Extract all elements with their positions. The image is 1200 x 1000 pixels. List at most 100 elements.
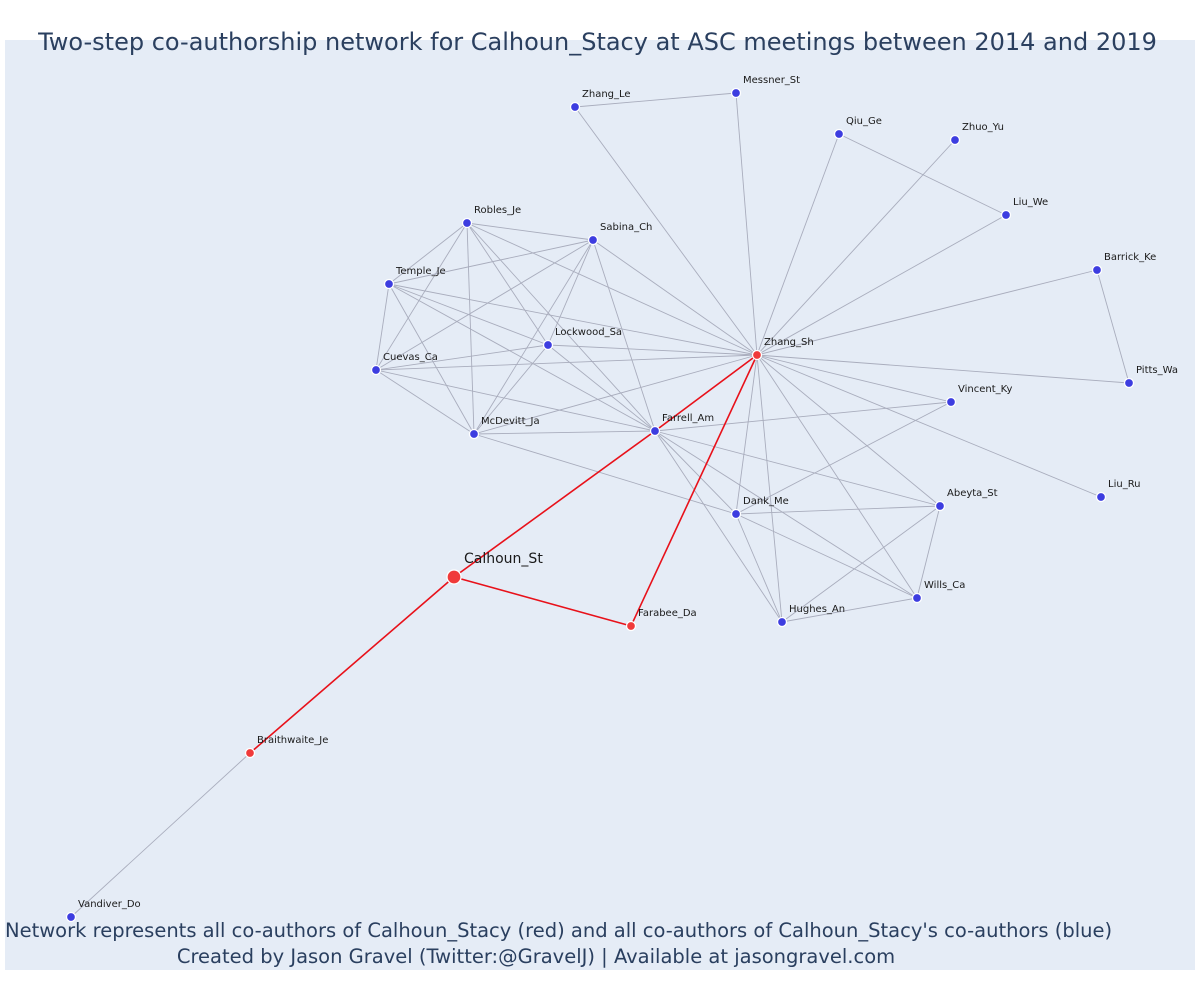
- node-Zhuo_Yu[interactable]: [949, 134, 961, 146]
- edge-Temple_Je-Zhang_Sh: [388, 283, 758, 356]
- node-Liu_Ru[interactable]: [1095, 491, 1107, 503]
- edge-Braithwaite_Je-Vandiver_Do: [70, 752, 251, 918]
- chart-title: Two-step co-authorship network for Calho…: [38, 28, 1157, 56]
- edge-Lockwood_Sa-Farrell_Am: [547, 344, 656, 432]
- node-label-Robles_Je: Robles_Je: [474, 205, 521, 216]
- node-label-Pitts_Wa: Pitts_Wa: [1136, 365, 1178, 376]
- node-label-Temple_Je: Temple_Je: [395, 266, 446, 277]
- edge-Lockwood_Sa-Cuevas_Ca: [375, 344, 549, 371]
- edge-Sabina_Ch-Lockwood_Sa: [547, 239, 594, 346]
- edge-McDevitt_Ja-Farrell_Am: [473, 430, 656, 435]
- node-Farabee_Da[interactable]: [625, 620, 637, 632]
- edge-Cuevas_Ca-Farrell_Am: [375, 369, 656, 432]
- node-label-Messner_St: Messner_St: [743, 75, 800, 86]
- node-Liu_We[interactable]: [1000, 209, 1012, 221]
- node-Farrell_Am[interactable]: [649, 425, 661, 437]
- edge-Liu_Ru-Zhang_Sh: [756, 354, 1102, 498]
- edge-Calhoun_St-Farabee_Da: [453, 576, 632, 627]
- edge-Zhang_Le-Messner_St: [574, 92, 737, 108]
- node-Messner_St[interactable]: [730, 87, 742, 99]
- node-Calhoun_St[interactable]: [446, 569, 462, 585]
- edge-Hughes_An-Zhang_Sh: [756, 354, 783, 623]
- edge-Sabina_Ch-Zhang_Sh: [592, 239, 758, 356]
- edge-Abeyta_St-Wills_Ca: [916, 505, 941, 599]
- node-label-Vincent_Ky: Vincent_Ky: [958, 384, 1012, 395]
- edge-Qiu_Ge-Liu_We: [838, 133, 1007, 216]
- edge-Hughes_An-Dank_Me: [735, 513, 783, 623]
- labels-layer: Calhoun_StZhang_ShFarrell_AmFarabee_DaBr…: [78, 75, 1178, 910]
- node-Sabina_Ch[interactable]: [587, 234, 599, 246]
- edge-Temple_Je-McDevitt_Ja: [388, 283, 475, 435]
- node-label-Dank_Me: Dank_Me: [743, 496, 789, 507]
- edge-Dank_Me-Farrell_Am: [654, 430, 737, 515]
- node-Hughes_An[interactable]: [776, 616, 788, 628]
- edge-Hughes_An-Farrell_Am: [654, 430, 783, 623]
- node-Zhang_Sh[interactable]: [751, 349, 763, 361]
- node-label-Farrell_Am: Farrell_Am: [662, 413, 714, 424]
- plot-area: [5, 40, 1195, 970]
- node-Robles_Je[interactable]: [461, 217, 473, 229]
- edge-Temple_Je-Lockwood_Sa: [388, 283, 549, 346]
- node-Vandiver_Do[interactable]: [65, 911, 77, 923]
- caption-line-2: Created by Jason Gravel (Twitter:@Gravel…: [176, 945, 896, 968]
- edge-Liu_We-Zhang_Sh: [756, 214, 1007, 356]
- node-Qiu_Ge[interactable]: [833, 128, 845, 140]
- edge-Pitts_Wa-Zhang_Sh: [756, 354, 1130, 384]
- edge-Lockwood_Sa-McDevitt_Ja: [473, 344, 549, 435]
- edge-Wills_Ca-Hughes_An: [781, 597, 918, 623]
- edge-Sabina_Ch-McDevitt_Ja: [473, 239, 594, 435]
- node-Lockwood_Sa[interactable]: [542, 339, 554, 351]
- edge-Calhoun_St-Farrell_Am: [453, 430, 656, 578]
- node-label-Barrick_Ke: Barrick_Ke: [1104, 252, 1156, 263]
- edge-McDevitt_Ja-Zhang_Sh: [473, 354, 758, 435]
- node-Braithwaite_Je[interactable]: [244, 747, 256, 759]
- node-McDevitt_Ja[interactable]: [468, 428, 480, 440]
- node-Temple_Je[interactable]: [383, 278, 395, 290]
- edge-Farabee_Da-Zhang_Sh: [630, 354, 758, 627]
- edge-Temple_Je-Farrell_Am: [388, 283, 656, 432]
- edge-Robles_Je-Sabina_Ch: [466, 222, 594, 241]
- node-label-Cuevas_Ca: Cuevas_Ca: [383, 352, 438, 363]
- edge-Qiu_Ge-Zhang_Sh: [756, 133, 840, 356]
- node-label-McDevitt_Ja: McDevitt_Ja: [481, 416, 540, 427]
- node-Cuevas_Ca[interactable]: [370, 364, 382, 376]
- node-label-Wills_Ca: Wills_Ca: [924, 580, 965, 591]
- edge-Calhoun_St-Braithwaite_Je: [249, 576, 455, 754]
- edge-Dank_Me-McDevitt_Ja: [473, 433, 737, 515]
- node-Dank_Me[interactable]: [730, 508, 742, 520]
- node-Vincent_Ky[interactable]: [945, 396, 957, 408]
- node-label-Zhuo_Yu: Zhuo_Yu: [962, 122, 1004, 133]
- edge-Zhuo_Yu-Zhang_Sh: [756, 139, 956, 356]
- node-label-Sabina_Ch: Sabina_Ch: [600, 222, 652, 233]
- node-label-Lockwood_Sa: Lockwood_Sa: [555, 327, 622, 338]
- edge-Temple_Je-Cuevas_Ca: [375, 283, 390, 371]
- edge-Wills_Ca-Zhang_Sh: [756, 354, 918, 599]
- edge-Zhang_Le-Zhang_Sh: [574, 106, 758, 356]
- nodes-layer: [65, 87, 1135, 923]
- node-label-Abeyta_St: Abeyta_St: [947, 488, 998, 499]
- node-Pitts_Wa[interactable]: [1123, 377, 1135, 389]
- node-label-Liu_We: Liu_We: [1013, 197, 1048, 208]
- node-label-Zhang_Le: Zhang_Le: [582, 89, 631, 100]
- edge-Abeyta_St-Hughes_An: [781, 505, 941, 623]
- caption-line-1: Network represents all co-authors of Cal…: [5, 919, 1113, 942]
- node-Abeyta_St[interactable]: [934, 500, 946, 512]
- edge-Barrick_Ke-Zhang_Sh: [756, 269, 1098, 356]
- edge-Robles_Je-Temple_Je: [388, 222, 468, 285]
- edge-Vincent_Ky-Zhang_Sh: [756, 354, 952, 403]
- node-Barrick_Ke[interactable]: [1091, 264, 1103, 276]
- edge-Messner_St-Zhang_Sh: [735, 92, 758, 356]
- edge-Vincent_Ky-Farrell_Am: [654, 401, 952, 432]
- node-label-Calhoun_St: Calhoun_St: [464, 551, 543, 567]
- edge-Wills_Ca-Dank_Me: [735, 513, 918, 599]
- node-Zhang_Le[interactable]: [569, 101, 581, 113]
- node-label-Farabee_Da: Farabee_Da: [638, 608, 697, 619]
- edge-Farrell_Am-Zhang_Sh: [654, 354, 758, 432]
- edge-Barrick_Ke-Pitts_Wa: [1096, 269, 1130, 384]
- edge-Abeyta_St-Dank_Me: [735, 505, 941, 515]
- node-Wills_Ca[interactable]: [911, 592, 923, 604]
- edge-Robles_Je-McDevitt_Ja: [466, 222, 475, 435]
- edge-Abeyta_St-Zhang_Sh: [756, 354, 941, 507]
- edge-Sabina_Ch-Farrell_Am: [592, 239, 656, 432]
